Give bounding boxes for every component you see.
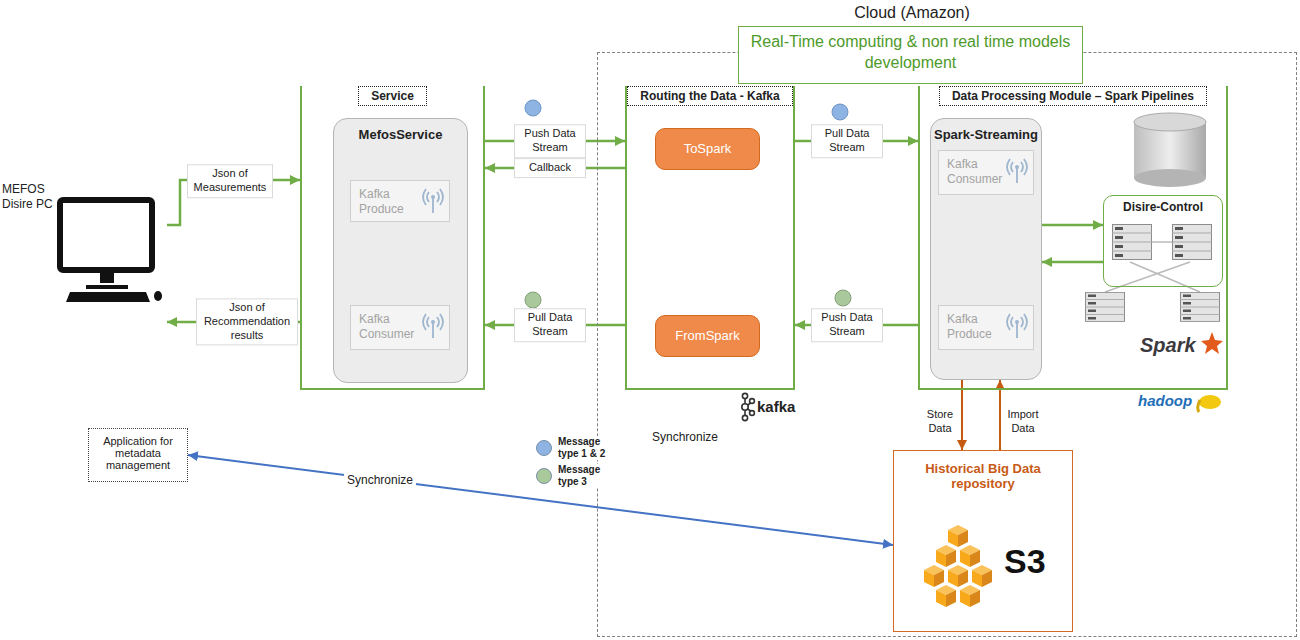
service-group: ServiceMefosServiceKafka ProduceKafka Co… <box>300 86 485 390</box>
flow-arrow <box>1042 224 1103 227</box>
s3-cubes <box>924 525 992 607</box>
edge-label: Push Data Stream <box>811 308 883 342</box>
edge-label: Json of Measurements <box>187 164 273 198</box>
node-label: Data Processing Module – Spark Pipelines <box>939 86 1207 106</box>
logo-text: kafka <box>757 398 795 415</box>
flow-arrow <box>961 380 963 450</box>
logo-text: hadoop <box>1138 392 1192 409</box>
kafka-logo <box>742 393 755 420</box>
flow-arrow <box>188 455 893 545</box>
wifi-icon <box>421 311 445 339</box>
node-label: MefosService <box>334 119 467 142</box>
node-label: MEFOS Disire PC <box>2 182 56 212</box>
node-label: Real-Time computing & non real time mode… <box>739 27 1082 79</box>
database-icon <box>1134 113 1206 187</box>
control-box: Disire-Control <box>1103 195 1223 287</box>
server-cluster <box>1085 225 1220 322</box>
node-label: Service <box>358 86 427 106</box>
logo-text: S3 <box>1004 541 1046 581</box>
kafka-consumer: Kafka Consumer <box>350 305 450 350</box>
legend: Message type 1 & 2 Message type 3 <box>536 436 620 492</box>
wifi-icon <box>421 186 445 214</box>
kafka-producer: Kafka Produce <box>350 180 450 222</box>
node-label: Spark-Streaming <box>931 119 1041 142</box>
topic-box: FromSpark <box>655 315 760 357</box>
edge-label: Callback <box>514 158 586 178</box>
spark-star <box>1201 332 1223 354</box>
node-label: Historical Big Data repository <box>894 451 1072 491</box>
kafka-group: Routing the Data - KafkaToSparkFromSpark <box>625 86 795 390</box>
wifi-icon <box>1005 156 1029 184</box>
legend-swatch <box>536 440 552 456</box>
edge-label: Push Data Stream <box>514 124 586 158</box>
service-box: MefosServiceKafka ProduceKafka Consumer <box>333 118 468 383</box>
edge-label: Json of Recommendation results <box>196 298 298 345</box>
edge-label: Store Data <box>922 408 958 436</box>
flow-arrow <box>1042 261 1103 264</box>
kafka-consumer: Kafka Consumer <box>938 150 1034 195</box>
legend-text: Message type 1 & 2 <box>558 436 620 460</box>
node-label: Kafka Produce <box>351 181 449 217</box>
node-label: Kafka Produce <box>939 306 1033 342</box>
node-label: Kafka Consumer <box>939 151 1033 187</box>
logo-text: Spark <box>1140 334 1196 357</box>
node-label: Routing the Data - Kafka <box>627 86 792 106</box>
banner-box: Real-Time computing & non real time mode… <box>738 26 1083 84</box>
computer-node: MEFOS Disire PC <box>2 170 167 335</box>
edge-label: Pull Data Stream <box>811 124 883 158</box>
flow-arrow <box>999 380 1001 450</box>
node-label: Cloud (Amazon) <box>598 4 1296 22</box>
legend-row: Message type 3 <box>536 464 620 488</box>
s3-repository: Historical Big Data repositoryS3 <box>893 450 1073 632</box>
edge-label: Pull Data Stream <box>514 308 586 342</box>
node-label: Kafka Consumer <box>351 306 449 342</box>
node-label: Disire-Control <box>1120 200 1206 214</box>
node-label: Application for metadata management <box>89 429 187 477</box>
legend-text: Message type 3 <box>558 464 620 488</box>
topic-box: ToSpark <box>655 128 760 170</box>
kafka-producer: Kafka Produce <box>938 305 1034 350</box>
streaming-box: Spark-StreamingKafka ConsumerKafka Produ… <box>930 118 1042 380</box>
edge-label: Import Data <box>1003 408 1043 436</box>
wifi-icon <box>1005 311 1029 339</box>
legend-row: Message type 1 & 2 <box>536 436 620 460</box>
legend-swatch <box>536 468 552 484</box>
hadoop-elephant <box>1198 395 1221 412</box>
metadata-app-box: Application for metadata management <box>88 428 188 482</box>
node-label: ToSpark <box>656 129 759 156</box>
node-label: FromSpark <box>656 316 759 343</box>
computer-icon <box>60 200 162 302</box>
edge-label: Synchronize <box>344 473 416 488</box>
note-label: Synchronize <box>652 430 718 444</box>
